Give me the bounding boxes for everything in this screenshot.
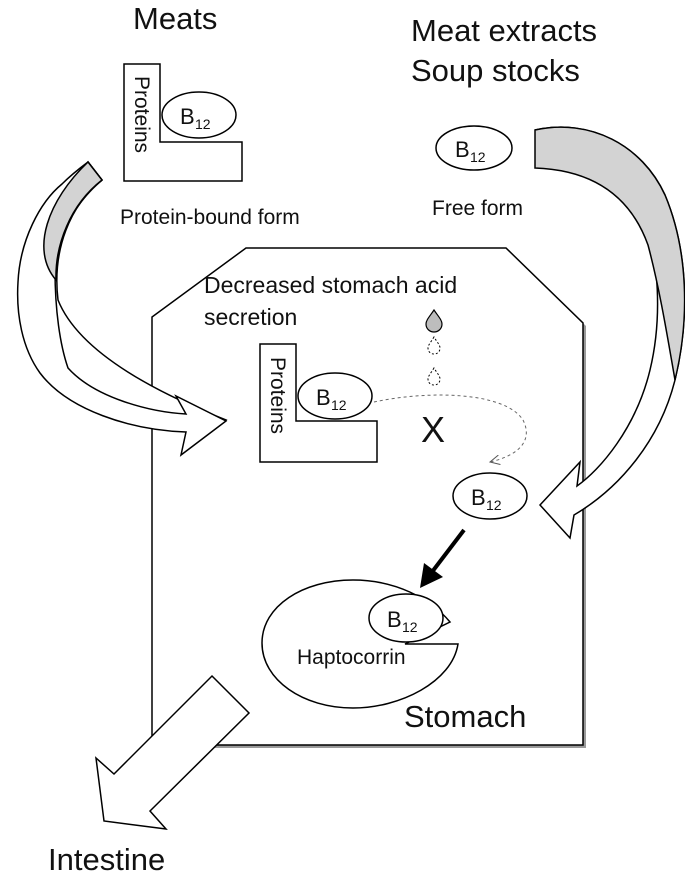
- b12-molecule-released: [452, 472, 528, 520]
- blocked-release-mark: X: [421, 409, 445, 450]
- b12-molecule-stomach-bound: [297, 372, 373, 420]
- free-b12-extracts: B 12: [435, 125, 513, 171]
- haptocorrin-label: Haptocorrin: [297, 646, 406, 669]
- b12-molecule-meats: [161, 91, 237, 139]
- acid-droplet-icon: [425, 308, 443, 333]
- protein-block-meats: [123, 63, 243, 182]
- protein-bound-complex-meats: Proteins B 12: [123, 63, 243, 182]
- faded-droplet-icon: [427, 367, 441, 386]
- b12-subscript-released: 12: [486, 497, 502, 513]
- b12-letter-haptocorrin: B: [387, 607, 402, 632]
- right-curved-arrow: [534, 126, 685, 540]
- b12-subscript-meats: 12: [195, 116, 211, 132]
- intestine-label: Intestine: [48, 842, 165, 877]
- b12-subscript-stomach-bound: 12: [331, 397, 347, 413]
- free-form-label: Free form: [432, 197, 523, 220]
- b12-letter-meats: B: [180, 104, 195, 129]
- b12-subscript-haptocorrin: 12: [402, 619, 418, 635]
- exit-arrow-to-intestine: [95, 674, 251, 831]
- released-b12: B 12: [452, 472, 528, 520]
- proteins-label-stomach: Proteins: [266, 357, 289, 434]
- proteins-label-meats: Proteins: [130, 76, 153, 153]
- acid-droplets: [425, 308, 443, 386]
- meats-label: Meats: [133, 1, 217, 36]
- b12-molecule-haptocorrin: [368, 593, 444, 643]
- binding-arrow: [420, 528, 466, 588]
- haptocorrin-complex: B 12 Haptocorrin: [261, 579, 459, 709]
- decreased-acid-note-line2: secretion: [204, 304, 297, 330]
- protein-block-stomach: [259, 343, 378, 463]
- protein-bound-form-label: Protein-bound form: [120, 206, 300, 229]
- stomach-label: Stomach: [404, 699, 526, 734]
- left-curved-arrow: [16, 160, 228, 457]
- b12-letter-extracts: B: [455, 137, 470, 162]
- b12-molecule-extracts: [435, 125, 513, 171]
- soup-stocks-label: Soup stocks: [411, 53, 580, 88]
- decreased-acid-note-line1: Decreased stomach acid: [204, 272, 457, 298]
- b12-letter-released: B: [471, 485, 486, 510]
- meat-extracts-label: Meat extracts: [411, 13, 597, 48]
- fading-droplet-icon: [427, 336, 441, 355]
- b12-subscript-extracts: 12: [470, 149, 486, 165]
- protein-bound-complex-stomach: Proteins B 12: [259, 343, 378, 463]
- b12-letter-stomach-bound: B: [316, 385, 331, 410]
